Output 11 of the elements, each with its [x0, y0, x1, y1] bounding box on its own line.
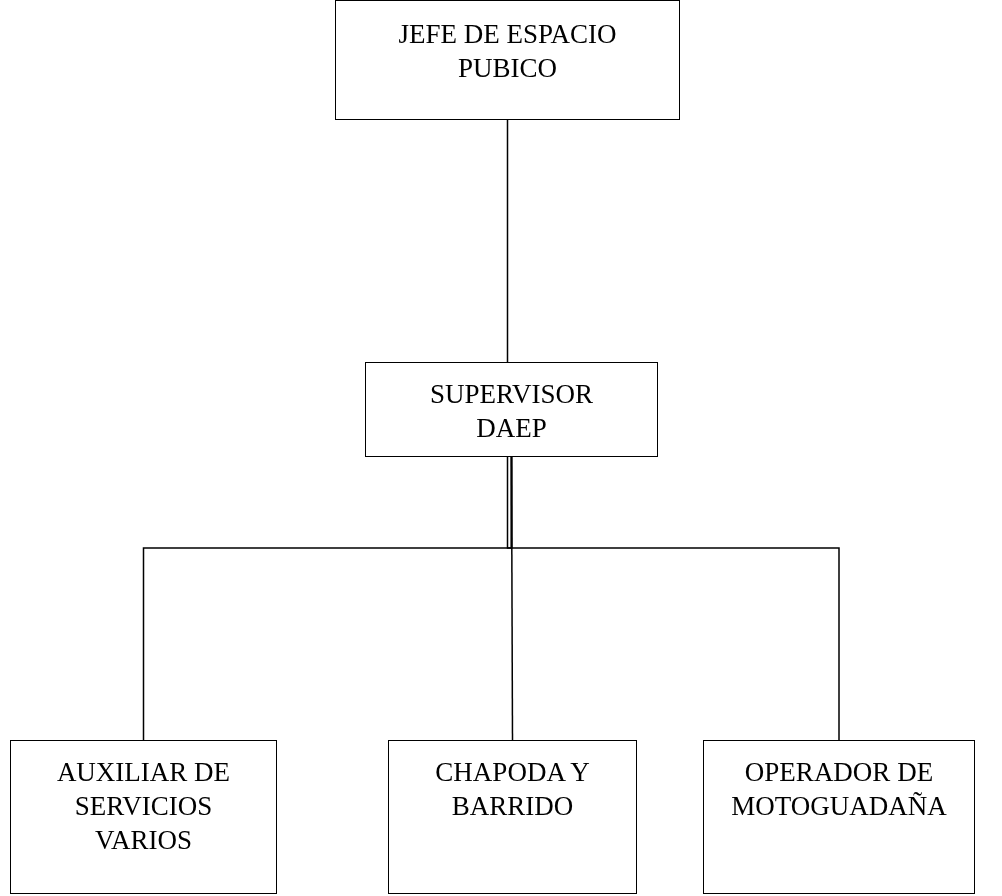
- role-title: OPERADOR DE MOTOGUADAÑA: [730, 756, 948, 823]
- org-box: [388, 740, 637, 894]
- connector-line: [510, 456, 840, 741]
- org-box: [335, 0, 680, 120]
- org-box: [365, 362, 658, 457]
- role-title: CHAPODA Y BARRIDO: [434, 756, 591, 823]
- role-title: JEFE DE ESPACIO PUBICO: [397, 18, 618, 85]
- role-title: SUPERVISOR DAEP: [429, 378, 594, 445]
- org-box: [703, 740, 975, 894]
- role-title: AUXILIAR DE SERVICIOS VARIOS: [55, 756, 232, 857]
- org-box: [10, 740, 277, 894]
